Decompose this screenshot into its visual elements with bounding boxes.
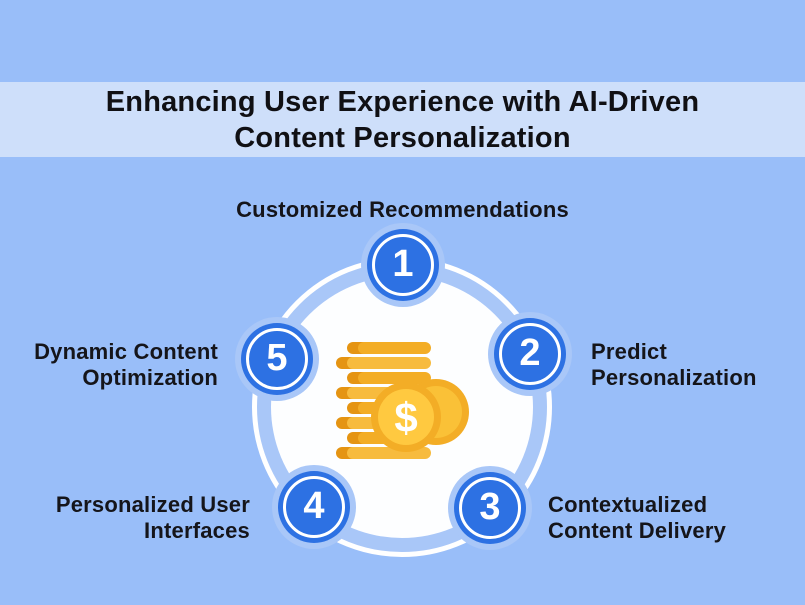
step-disc-5: 5	[241, 323, 313, 395]
money-coins-dollar-icon: $	[336, 342, 469, 459]
step-label-line: Content Delivery	[548, 518, 727, 543]
page-title-line2: Content Personalization	[234, 121, 571, 154]
step-number-1: 1	[392, 243, 414, 285]
step-label-line: Personalized User	[55, 492, 250, 517]
step-label-line: Interfaces	[144, 518, 250, 543]
step-circle-2: 2	[488, 312, 572, 396]
step-label-line: Contextualized	[548, 492, 708, 517]
step-number-4: 4	[303, 485, 325, 527]
step-label-contextualized-content-delivery: Contextualized Content Delivery	[548, 492, 726, 544]
dollar-sign: $	[394, 394, 417, 441]
title-banner: Enhancing User Experience with AI-Driven…	[0, 82, 805, 157]
step-number-5: 5	[266, 337, 288, 379]
step-number-3: 3	[479, 486, 501, 528]
step-circle-1: 1	[361, 223, 445, 307]
step-label-personalized-user-interfaces: Personalized User Interfaces	[56, 492, 250, 544]
step-circle-5: 5	[235, 317, 319, 401]
step-disc-3: 3	[454, 472, 526, 544]
step-number-2: 2	[519, 332, 541, 374]
step-label-predict-personalization: Predict Personalization	[591, 339, 757, 391]
step-label-customized-recommendations: Customized Recommendations	[0, 197, 805, 223]
front-coin: $	[371, 382, 441, 452]
step-label-line: Predict	[591, 339, 667, 364]
step-circle-4: 4	[272, 465, 356, 549]
step-label-dynamic-content-optimization: Dynamic Content Optimization	[34, 339, 218, 391]
step-disc-4: 4	[278, 471, 350, 543]
step-label-line: Optimization	[82, 365, 218, 390]
step-label-line: Customized Recommendations	[236, 197, 569, 222]
step-disc-1: 1	[367, 229, 439, 301]
step-disc-2: 2	[494, 318, 566, 390]
page-title-line1: Enhancing User Experience with AI-Driven	[105, 85, 700, 118]
step-label-line: Dynamic Content	[34, 339, 218, 364]
step-circle-3: 3	[448, 466, 532, 550]
step-label-line: Personalization	[591, 365, 757, 390]
